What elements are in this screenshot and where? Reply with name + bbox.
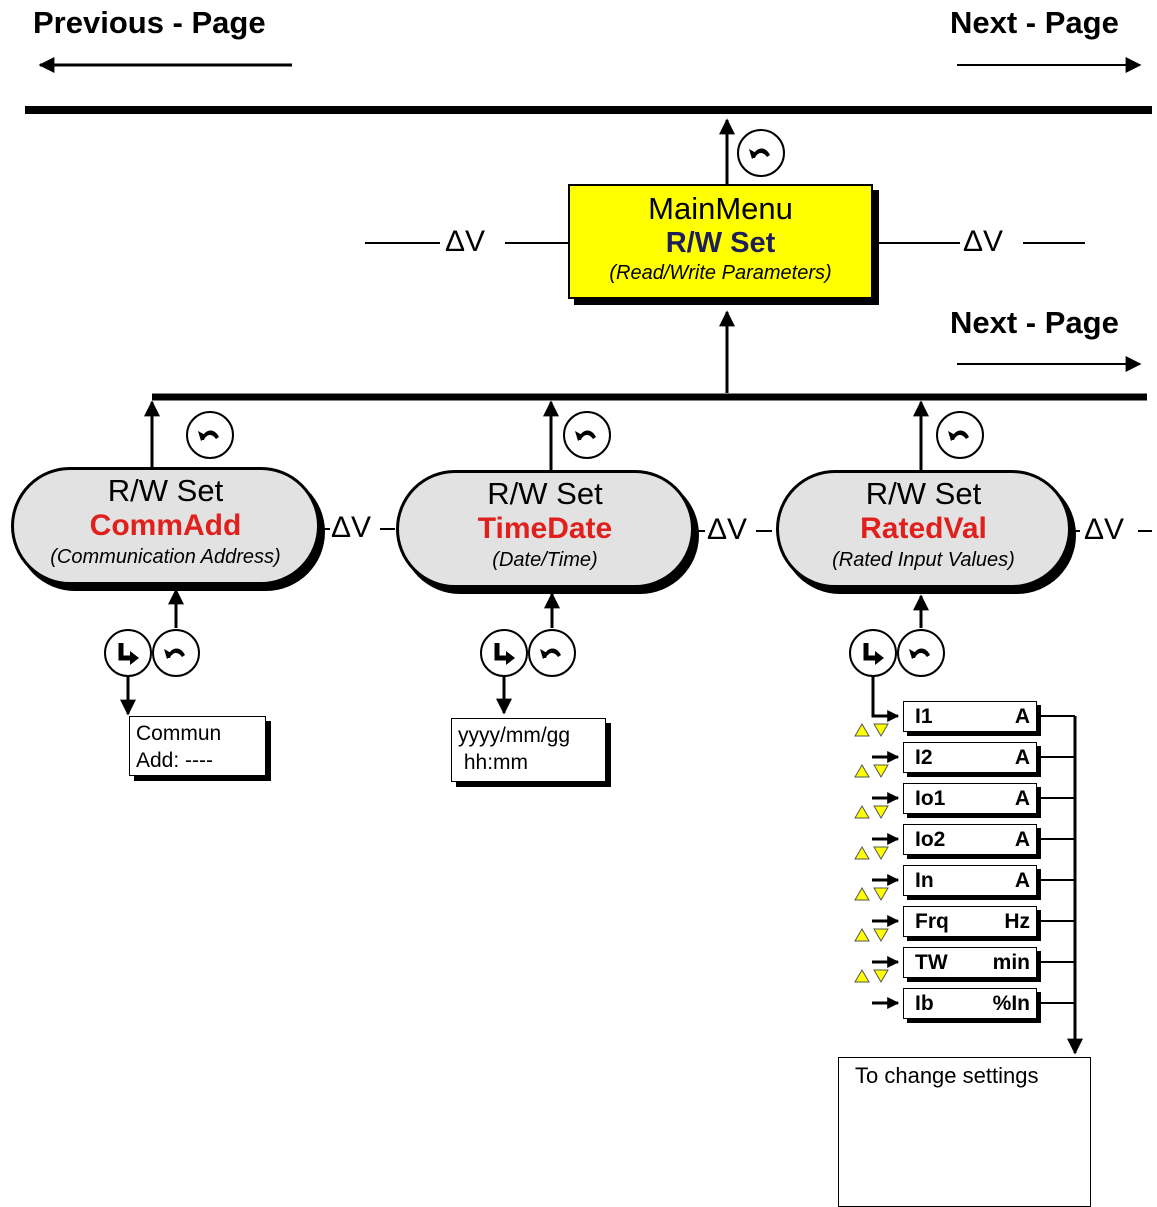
rated-param-label: Io1 [915,787,946,810]
down-triangle-icon [873,846,889,860]
up-triangle-icon [854,969,870,983]
main-menu-title: MainMenu [648,191,793,226]
rated-param-row[interactable]: Frq Hz [903,906,1037,937]
rated-param-label: In [915,869,934,892]
rated-param-unit: A [1014,705,1030,728]
param-connectors [1041,715,1075,1004]
ratedval-updown-symbol: ΔV [1084,513,1125,546]
submenu-ratedval-name: RatedVal [860,512,987,545]
rated-param-label: Frq [915,910,949,933]
back-icon-commadd-2[interactable] [152,629,200,677]
rated-param-row[interactable]: Io2 A [903,824,1037,855]
up-triangle-icon [854,928,870,942]
rated-param-label: I1 [915,705,933,728]
rated-param-unit: %In [992,992,1030,1015]
submenu-ratedval-description: (Rated Input Values) [832,549,1015,571]
main-menu-rw-set: R/W Set [665,227,776,259]
rated-param-unit: A [1014,869,1030,892]
timedate-updown-symbol: ΔV [707,513,748,546]
main-menu-box[interactable]: MainMenu R/W Set (Read/Write Parameters) [568,184,873,299]
rated-param-unit: A [1014,787,1030,810]
down-triangle-icon [873,887,889,901]
submenu-timedate[interactable]: R/W Set TimeDate (Date/Time) [396,470,694,588]
up-triangle-icon [854,887,870,901]
down-triangle-icon [873,723,889,737]
main-menu-description: (Read/Write Parameters) [609,262,832,284]
rated-param-row[interactable]: In A [903,865,1037,896]
down-triangle-icon [873,969,889,983]
rated-param-label: I2 [915,746,933,769]
timedate-detail-line1: yyyy/mm/gg [458,724,571,747]
rated-param-row[interactable]: I1 A [903,701,1037,732]
rated-param-label: Ib [915,992,934,1015]
ratedval-entry-arrow [871,676,900,722]
back-icon-timedate-2[interactable] [528,629,576,677]
enter-icon-timedate[interactable] [480,629,528,677]
submenu-commadd-description: (Communication Address) [50,546,281,568]
change-settings-box: To change settings [838,1057,1091,1207]
commadd-detail-box: Commun Add: ---- [129,716,266,776]
back-icon-commadd[interactable] [186,411,234,459]
submenu-commadd[interactable]: R/W Set CommAdd (Communication Address) [11,467,320,585]
back-icon-main[interactable] [737,129,785,177]
down-triangle-icon [873,928,889,942]
rated-param-unit: A [1014,828,1030,851]
up-triangle-icon [854,723,870,737]
commadd-updown-symbol: ΔV [331,511,372,544]
submenu-timedate-description: (Date/Time) [492,549,598,571]
submenu-timedate-title: R/W Set [487,476,603,511]
enter-icon-ratedval[interactable] [849,629,897,677]
commadd-detail-line2: Add: ---- [136,749,214,772]
submenu-ratedval-title: R/W Set [865,476,982,511]
rated-param-label: Io2 [915,828,946,851]
rated-param-label: TW [915,951,948,974]
down-triangle-icon [873,805,889,819]
submenu-commadd-title: R/W Set [107,473,224,508]
nav-triangles [854,723,889,983]
main-right-updown-symbol: ΔV [963,225,1004,258]
submenu-timedate-name: TimeDate [477,512,613,545]
up-triangle-icon [854,764,870,778]
rated-param-row[interactable]: Ib %In [903,988,1037,1019]
back-icon-ratedval-2[interactable] [897,629,945,677]
next-page-label-mid[interactable]: Next - Page [950,305,1119,340]
timedate-detail-line2: hh:mm [458,751,529,774]
change-settings-title: To change settings [855,1063,1039,1088]
up-triangle-icon [854,846,870,860]
rated-param-unit: min [992,951,1030,974]
rated-param-row[interactable]: I2 A [903,742,1037,773]
down-triangle-icon [873,764,889,778]
submenu-ratedval[interactable]: R/W Set RatedVal (Rated Input Values) [776,470,1071,588]
back-icon-ratedval[interactable] [936,411,984,459]
rated-param-unit: A [1014,746,1030,769]
back-icon-timedate[interactable] [563,411,611,459]
next-page-label-top[interactable]: Next - Page [950,5,1119,40]
rated-param-row[interactable]: Io1 A [903,783,1037,814]
timedate-detail-box: yyyy/mm/gg hh:mm [451,718,606,782]
param-arrows [872,751,900,1009]
main-left-updown-symbol: ΔV [445,225,486,258]
up-triangle-icon [854,805,870,819]
rated-param-row[interactable]: TW min [903,947,1037,978]
submenu-commadd-name: CommAdd [89,509,242,542]
previous-page-label[interactable]: Previous - Page [33,5,266,40]
commadd-detail-line1: Commun [136,722,222,745]
rated-param-unit: Hz [1004,910,1030,933]
enter-icon-commadd[interactable] [104,629,152,677]
